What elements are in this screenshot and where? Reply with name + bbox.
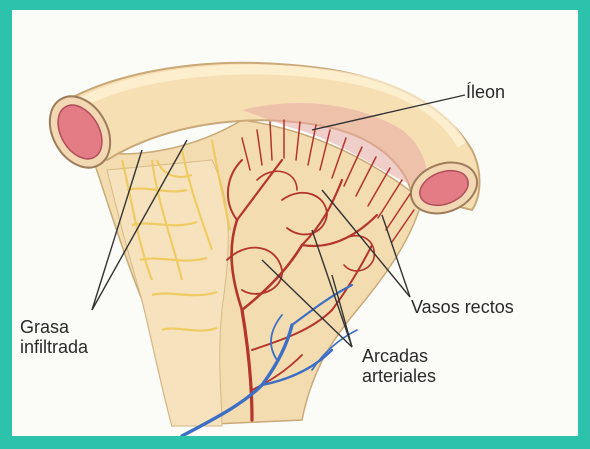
label-vasos-rectos: Vasos rectos <box>411 297 514 317</box>
label-grasa-line1: Grasa <box>20 317 88 337</box>
label-ileon: Íleon <box>466 82 505 102</box>
label-arcadas-line1: Arcadas <box>362 346 436 366</box>
figure-panel: Íleon Vasos rectos Arcadas arteriales Gr… <box>12 10 578 436</box>
label-grasa-infiltrada: Grasa infiltrada <box>20 317 88 357</box>
label-grasa-line2: infiltrada <box>20 337 88 357</box>
label-arcadas-line2: arteriales <box>362 366 436 386</box>
label-arcadas-arteriales: Arcadas arteriales <box>362 346 436 386</box>
ileum-mesentery-illustration <box>12 10 578 436</box>
